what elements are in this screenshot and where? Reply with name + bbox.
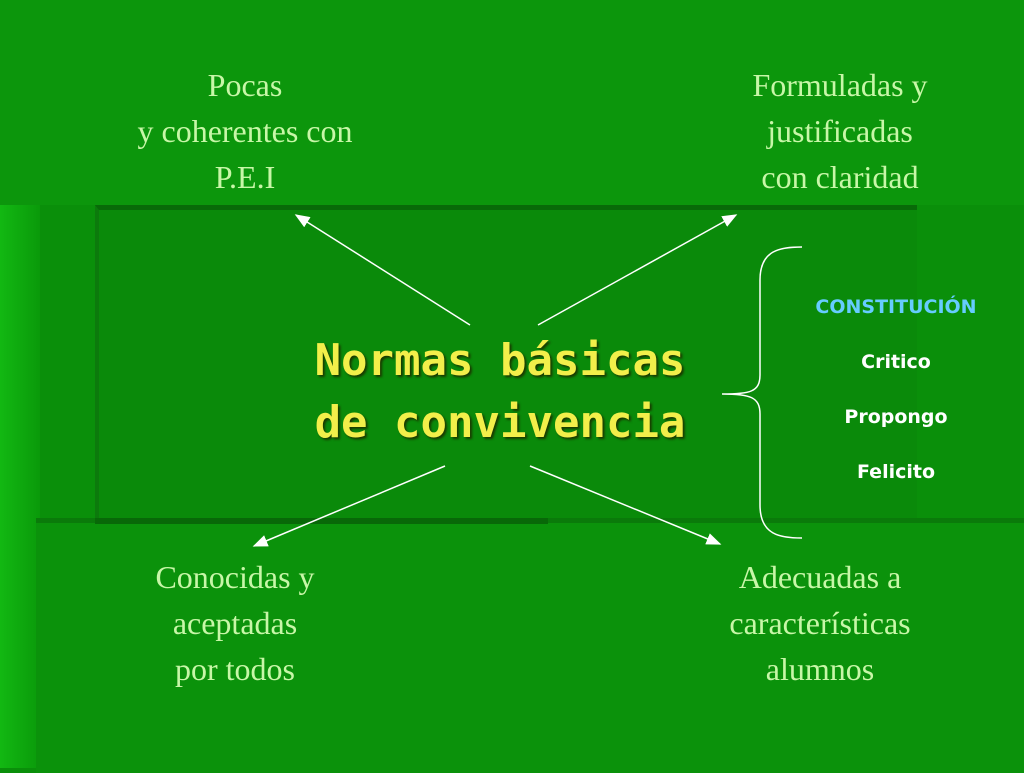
node-top-right-line-1: Formuladas y	[752, 67, 928, 103]
node-bottom-right: Adecuadas a características alumnos	[645, 554, 995, 692]
node-bottom-right-line-1: Adecuadas a	[738, 559, 902, 595]
node-bottom-right-line-2: características	[729, 605, 911, 641]
node-top-left: Pocas y coherentes con P.E.I	[70, 62, 420, 200]
center-title-line-2: de convivencia	[314, 397, 686, 448]
bracket-item-constitucion: CONSTITUCIÓN	[815, 296, 977, 318]
bracket-item-felicito: Felicito	[856, 461, 936, 483]
node-bottom-left-line-3: por todos	[175, 651, 295, 687]
node-top-right: Formuladas y justificadas con claridad	[665, 62, 1015, 200]
node-bottom-left: Conocidas y aceptadas por todos	[60, 554, 410, 692]
arrow-bottom-right	[529, 465, 722, 545]
node-bottom-left-line-2: aceptadas	[172, 605, 298, 641]
curly-brace	[721, 246, 803, 539]
bracket-item-propongo: Propongo	[844, 406, 948, 428]
node-top-left-line-1: Pocas	[207, 67, 283, 103]
arrow-top-left	[294, 214, 471, 326]
center-title-line-1: Normas básicas	[314, 335, 686, 386]
background-top-band	[0, 0, 1024, 205]
arrow-top-right	[537, 214, 738, 326]
node-top-left-line-2: y coherentes con	[137, 113, 353, 149]
bracket-item-critico: Critico	[861, 351, 931, 373]
node-bottom-right-line-3: alumnos	[765, 651, 875, 687]
background-center-panel	[95, 205, 917, 523]
background-divider	[95, 518, 548, 524]
node-top-right-line-2: justificadas	[767, 113, 913, 149]
center-title: Normas básicas de convivencia	[255, 330, 745, 454]
arrow-bottom-left	[252, 465, 446, 547]
node-bottom-left-line-1: Conocidas y	[155, 559, 315, 595]
node-top-left-line-3: P.E.I	[214, 159, 276, 195]
node-top-right-line-3: con claridad	[761, 159, 919, 195]
